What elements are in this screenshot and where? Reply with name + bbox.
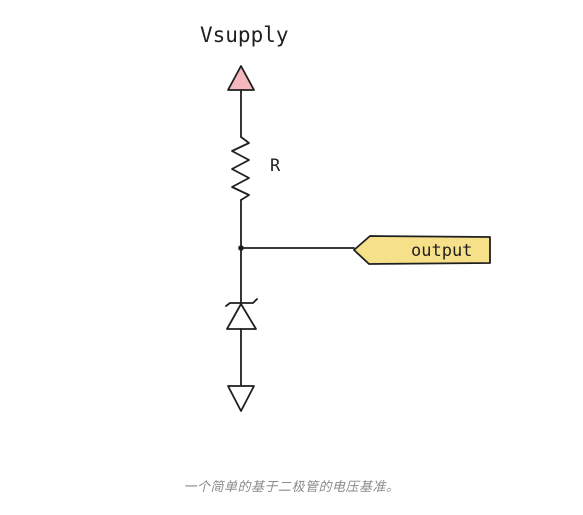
- supply-arrow-icon: [227, 65, 255, 91]
- output-label: output: [411, 241, 472, 261]
- resistor-label: R: [270, 156, 281, 176]
- resistor-icon: [231, 136, 250, 201]
- ground-arrow-icon: [227, 385, 255, 412]
- figure-caption: 一个简单的基于二极管的电压基准。: [183, 480, 400, 495]
- zener-diode-icon: [225, 298, 258, 330]
- supply-label: Vsupply: [200, 23, 289, 47]
- output-tag-icon: [353, 235, 491, 265]
